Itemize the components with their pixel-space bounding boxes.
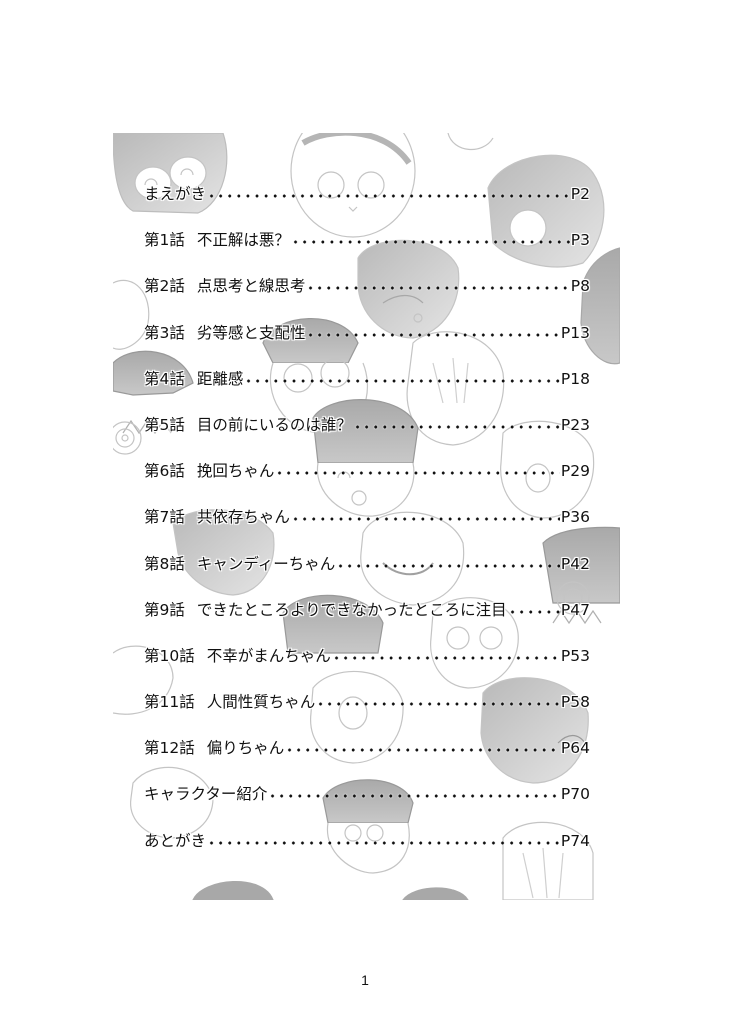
- chapter-number: 第3話: [144, 323, 185, 342]
- toc-entry-title: 第7話共依存ちゃん: [144, 508, 290, 527]
- dot-leader: [285, 737, 560, 760]
- toc-entry-chapter-2[interactable]: 第2話点思考と線思考 P8: [144, 275, 590, 321]
- toc-entry-chapter-9[interactable]: 第9話できたところよりできなかったところに注目 P47: [144, 598, 590, 645]
- toc-entry-title: 第8話キャンディーちゃん: [144, 554, 336, 573]
- table-of-contents: まえがき P2 第1話不正解は悪？ P3 第2話点思考と線思考 P8 第3話劣等…: [144, 183, 590, 876]
- toc-entry-page: P58: [560, 693, 590, 712]
- dot-leader: [507, 598, 560, 621]
- dot-leader: [207, 829, 560, 852]
- toc-entry-chapter-10[interactable]: 第10話不幸がまんちゃん P53: [144, 644, 590, 691]
- toc-entry-chapter-8[interactable]: 第8話キャンディーちゃん P42: [144, 552, 590, 599]
- chapter-number: 第5話: [144, 415, 185, 434]
- dot-leader: [336, 552, 560, 575]
- toc-entry-chapter-1[interactable]: 第1話不正解は悪？ P3: [144, 229, 590, 275]
- toc-entry-page: P64: [560, 739, 590, 758]
- toc-entry-page: P42: [560, 554, 590, 573]
- chapter-number: 第6話: [144, 462, 185, 481]
- toc-entry-title: あとがき: [144, 831, 207, 850]
- dot-leader: [306, 275, 570, 298]
- toc-entry-page: P3: [570, 231, 590, 250]
- toc-entry-title: 第12話偏りちゃん: [144, 739, 285, 758]
- dot-leader: [352, 413, 560, 436]
- dot-leader: [290, 506, 560, 529]
- chapter-number: 第10話: [144, 646, 195, 665]
- toc-entry-title: 第10話不幸がまんちゃん: [144, 646, 331, 665]
- toc-entry-chapter-6[interactable]: 第6話挽回ちゃん P29: [144, 460, 590, 506]
- toc-entry-chapter-7[interactable]: 第7話共依存ちゃん P36: [144, 506, 590, 552]
- toc-entry-title: 第4話距離感: [144, 369, 244, 388]
- chapter-number: 第8話: [144, 554, 185, 573]
- toc-entry-afterword[interactable]: あとがき P74: [144, 829, 590, 876]
- toc-entry-page: P47: [560, 600, 590, 619]
- toc-entry-page: P23: [560, 415, 590, 434]
- chapter-number: 第2話: [144, 277, 185, 296]
- dot-leader: [306, 321, 560, 344]
- toc-entry-characters[interactable]: キャラクター紹介 P70: [144, 783, 590, 829]
- toc-entry-title: 第11話人間性質ちゃん: [144, 693, 316, 712]
- dot-leader: [268, 783, 560, 806]
- toc-entry-chapter-4[interactable]: 第4話距離感 P18: [144, 367, 590, 414]
- toc-entry-preface[interactable]: まえがき P2: [144, 183, 590, 229]
- toc-entry-chapter-12[interactable]: 第12話偏りちゃん P64: [144, 737, 590, 783]
- chapter-number: 第11話: [144, 693, 195, 712]
- chapter-number: 第9話: [144, 600, 185, 619]
- toc-entry-chapter-11[interactable]: 第11話人間性質ちゃん P58: [144, 691, 590, 737]
- toc-entry-chapter-5[interactable]: 第5話目の前にいるのは誰？ P23: [144, 413, 590, 460]
- toc-entry-title: キャラクター紹介: [144, 785, 268, 804]
- toc-entry-page: P18: [560, 369, 590, 388]
- toc-entry-title: 第5話目の前にいるのは誰？: [144, 415, 352, 434]
- toc-entry-page: P53: [560, 646, 590, 665]
- toc-entry-title: まえがき: [144, 185, 207, 203]
- chapter-number: 第1話: [144, 231, 185, 250]
- toc-entry-title: 第3話劣等感と支配性: [144, 323, 306, 342]
- chapter-number: 第12話: [144, 739, 195, 758]
- dot-leader: [207, 183, 570, 205]
- toc-entry-page: P36: [560, 508, 590, 527]
- toc-entry-page: P8: [570, 277, 590, 296]
- dot-leader: [290, 229, 570, 252]
- chapter-number: 第4話: [144, 369, 185, 388]
- toc-entry-page: P70: [560, 785, 590, 804]
- toc-entry-page: P74: [560, 831, 590, 850]
- toc-entry-chapter-3[interactable]: 第3話劣等感と支配性 P13: [144, 321, 590, 368]
- page-number: 1: [361, 972, 369, 988]
- dot-leader: [244, 367, 560, 390]
- dot-leader: [316, 691, 560, 714]
- toc-entry-page: P13: [560, 323, 590, 342]
- toc-entry-title: 第2話点思考と線思考: [144, 277, 306, 296]
- chapter-number: 第7話: [144, 508, 185, 527]
- toc-entry-title: 第6話挽回ちゃん: [144, 462, 275, 481]
- toc-entry-page: P2: [570, 185, 590, 203]
- dot-leader: [275, 460, 560, 483]
- toc-entry-title: 第9話できたところよりできなかったところに注目: [144, 600, 507, 619]
- dot-leader: [331, 644, 560, 667]
- toc-entry-title: 第1話不正解は悪？: [144, 231, 290, 250]
- toc-entry-page: P29: [560, 462, 590, 481]
